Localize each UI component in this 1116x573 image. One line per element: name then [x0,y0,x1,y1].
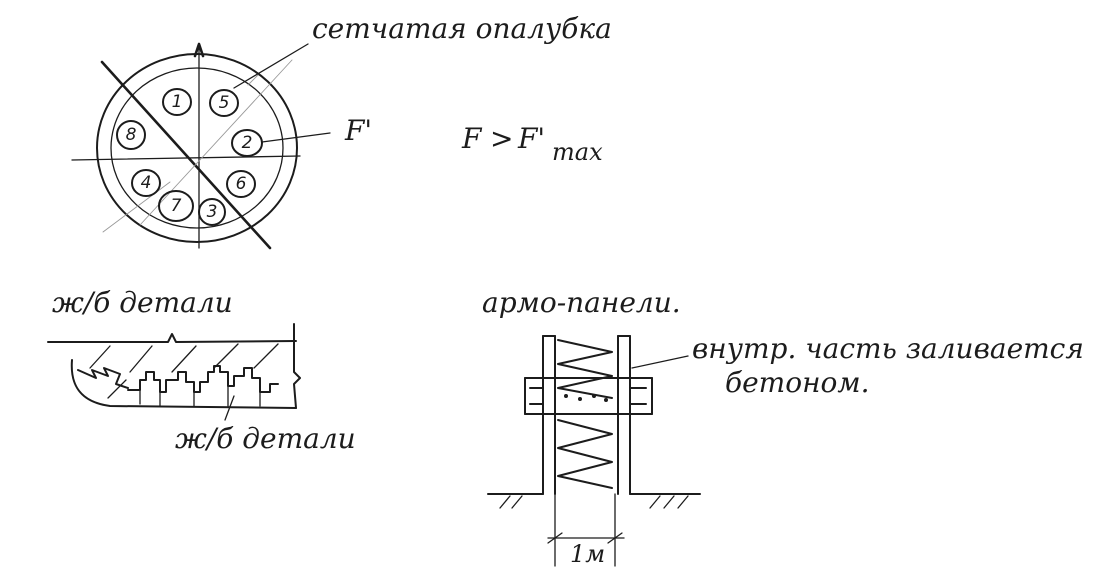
rc-parts-heading: ж/б детали [52,286,233,319]
light-tick [247,74,259,86]
inequality: F > F' max [461,122,603,166]
bar-circle-6: 6 [226,170,256,198]
bar-circle-8: 8 [116,120,146,150]
bar-number: 7 [171,196,182,216]
bar-circle-3: 3 [198,198,226,226]
studs [139,385,261,407]
inequality-lhs: F [461,122,483,155]
force-label: F' [344,114,372,147]
inequality-sub: max [552,138,603,166]
inner-part-label-line1: внутр. часть заливается [692,332,1084,365]
diagonal-line [100,60,272,250]
leader-mesh [233,43,309,89]
armo-panel-sketch [487,335,701,567]
bar-circle-5: 5 [209,89,239,117]
bar-circle-1: 1 [162,88,192,116]
bar-circle-7: 7 [158,190,194,222]
bar-circle-4: 4 [131,169,161,197]
light-diagonal-a [139,59,293,226]
horizontal-axis [71,155,301,161]
saw-edge [77,367,129,389]
bar-circle-2: 2 [231,129,263,157]
dimension-label: 1м [570,540,605,568]
bar-number: 1 [172,92,183,112]
bar-number: 5 [219,93,230,113]
band-dots [564,394,608,402]
spiral-lower [557,419,613,489]
top-edge [47,333,297,343]
armo-panels-heading: армо-панели. [482,286,681,319]
rc-parts-sketch [47,323,301,421]
leader-rc-parts [224,395,235,421]
axis-arrow-icon [193,42,205,58]
inequality-op: > [490,122,513,155]
dim-tick-right [607,532,623,544]
ground-hatch [499,495,689,509]
inner-circle [110,67,284,229]
bottom-edge [70,359,297,409]
leader-inner-part [631,355,689,369]
inequality-rhs: F' [517,122,545,155]
bar-number: 8 [126,125,137,145]
inner-part-label-line2: бетоном. [725,366,869,399]
light-diagonal-b [102,181,171,233]
bar-number: 6 [236,174,247,194]
leader-force [261,132,331,143]
mesh-formwork-label: сетчатая опалубка [312,12,612,45]
dim-tick-left [547,532,563,544]
left-flange [524,377,544,415]
spiral-upper [557,339,613,399]
bar-number: 3 [207,202,218,222]
column-cross-section: 1 5 2 6 3 7 4 8 [71,42,301,250]
bar-number: 4 [141,173,152,193]
hatching [89,343,279,399]
right-edge [293,347,301,409]
right-flange [629,377,653,415]
rc-parts-label: ж/б детали [175,422,356,455]
embedded-parts [127,365,279,393]
bar-number: 2 [242,133,253,153]
